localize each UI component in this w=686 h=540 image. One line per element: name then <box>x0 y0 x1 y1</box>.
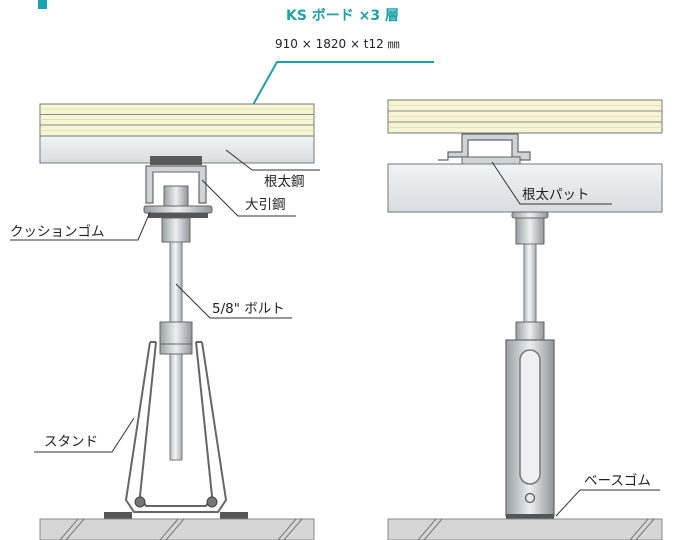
label-joist-pad: 根太パット <box>522 187 590 203</box>
label-cushion-rubber: クッションゴム <box>10 223 105 240</box>
cushion-rubber <box>148 213 208 218</box>
label-base-rubber: ベースゴム <box>584 472 651 489</box>
left-ground <box>39 518 315 540</box>
stand <box>124 341 228 513</box>
label-bolt: 5/8" ボルト <box>212 301 285 317</box>
label-stand: スタンド <box>44 434 98 450</box>
cushion-plate <box>143 205 213 214</box>
top-nut <box>163 185 189 207</box>
accent-marker <box>38 0 47 9</box>
plate-nut <box>161 217 191 243</box>
left-assembly <box>39 103 315 540</box>
stand-hole <box>524 492 536 504</box>
left-base-rubber-2 <box>220 512 248 519</box>
right-top-nut <box>515 217 545 245</box>
left-base-rubber-1 <box>104 512 132 519</box>
board-dimensions: 910 × 1820 × t12 ㎜ <box>275 37 400 51</box>
board-title: KS ボード ×3 層 <box>286 8 399 24</box>
label-joist-steel: 根太鋼 <box>264 174 305 190</box>
label-girder-steel: 大引鋼 <box>245 197 286 213</box>
stand-slot <box>519 349 541 485</box>
right-ground <box>387 518 663 540</box>
base-rubber <box>506 514 554 520</box>
joist-pad-channel <box>438 133 531 161</box>
right-bolt <box>523 243 537 325</box>
stand-nut <box>159 321 193 345</box>
right-stand-nut <box>515 321 545 343</box>
joist-pad <box>150 156 202 165</box>
